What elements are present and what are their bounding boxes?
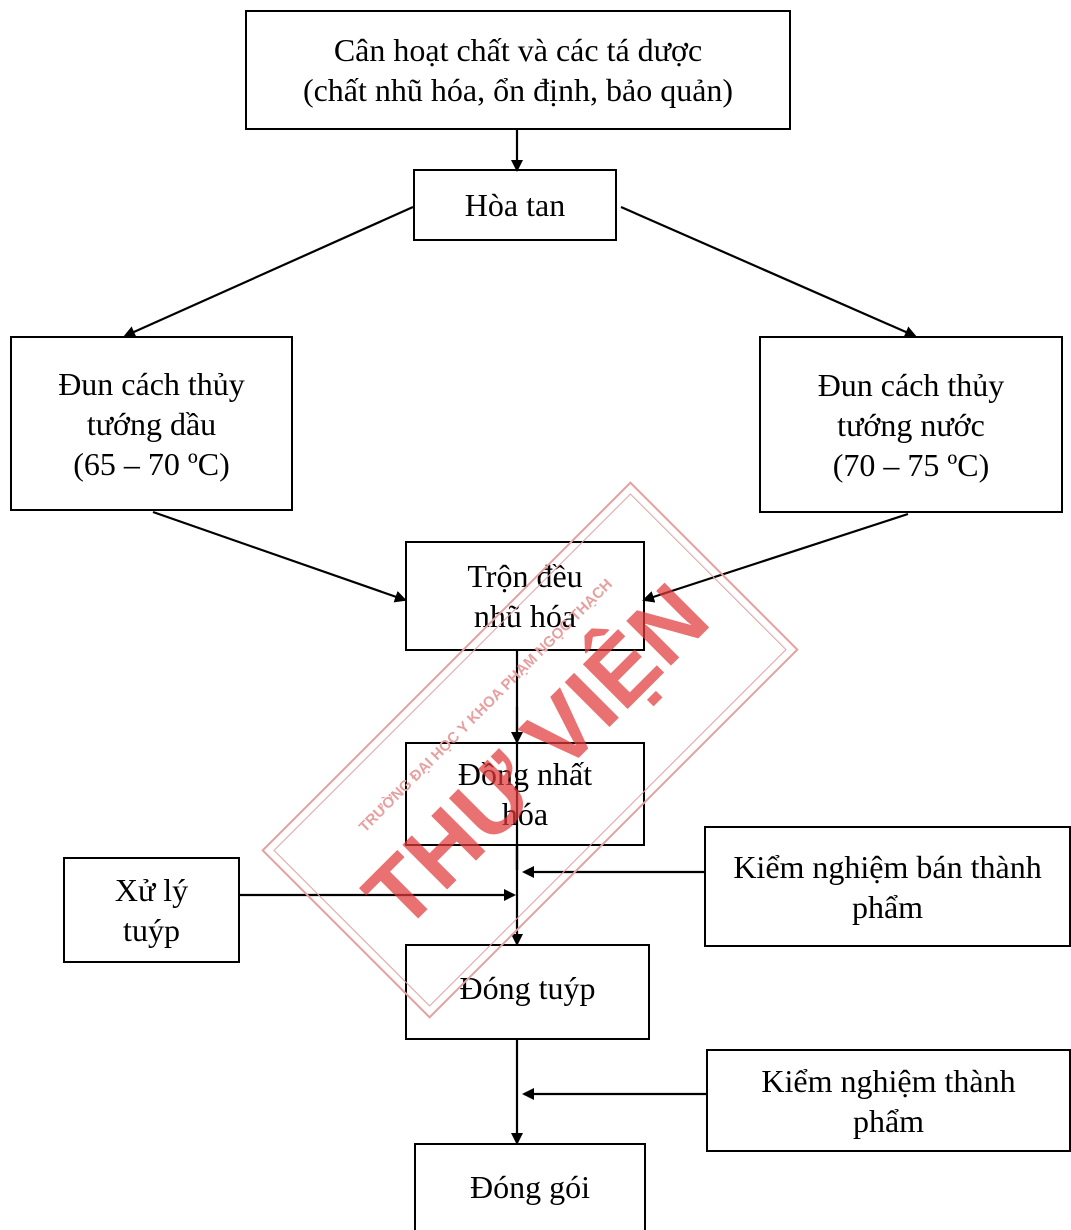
node-final-test: Kiểm nghiệm thành phẩm [706,1049,1071,1152]
node-mix: Trộn đều nhũ hóa [405,541,645,651]
arrow-dissolve-to-water [620,205,917,338]
node-oil-phase: Đun cách thủy tướng dầu (65 – 70 ºC) [10,336,293,511]
arrow-oil-to-mix [152,510,407,603]
node-water-phase: Đun cách thủy tướng nước (70 – 75 ºC) [759,336,1063,513]
node-packaging: Đóng gói [414,1143,646,1230]
node-homogenize: Đồng nhất hóa [405,742,645,846]
node-filling: Đóng tuýp [405,944,650,1040]
node-weigh: Cân hoạt chất và các tá dược (chất nhũ h… [245,10,791,130]
node-semi-test: Kiểm nghiệm bán thành phẩm [704,826,1071,947]
node-tube-prep: Xử lý tuýp [63,857,240,963]
node-dissolve: Hòa tan [413,169,617,241]
arrow-water-to-mix [642,512,909,603]
arrow-dissolve-to-oil [123,205,414,338]
